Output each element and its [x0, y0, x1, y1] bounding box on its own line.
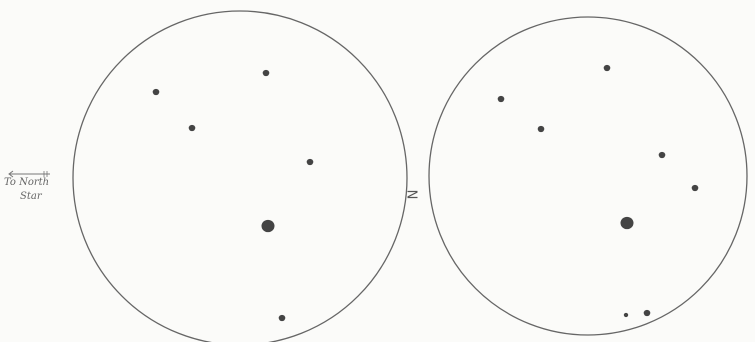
north-marker: N: [404, 188, 419, 202]
right-field-star-2: [498, 96, 505, 102]
left-field-star-3: [189, 125, 196, 131]
left-field-stars: [153, 70, 314, 321]
right-field-star-5: [692, 185, 699, 191]
annotation-line2: Star: [4, 190, 64, 204]
left-field-star-4: [307, 159, 314, 165]
left-field-circle: [73, 11, 407, 342]
right-field-star-1: [604, 65, 611, 71]
left-field-star-2: [263, 70, 270, 76]
right-field-star-6: [621, 217, 634, 229]
right-field-star-7: [624, 313, 628, 317]
right-field-star-4: [659, 152, 666, 158]
arrow-spacer: [4, 162, 64, 176]
right-field-star-8: [644, 310, 651, 316]
annotation-line1: To North: [4, 177, 49, 188]
right-field-star-3: [538, 126, 545, 132]
right-field-stars: [498, 65, 699, 317]
right-field: [429, 17, 747, 335]
left-field: [73, 11, 407, 342]
left-field-star-6: [279, 315, 286, 321]
left-field-star-5: [262, 220, 275, 232]
right-field-circle: [429, 17, 747, 335]
north-star-annotation: To North Star: [4, 162, 64, 204]
left-field-star-1: [153, 89, 160, 95]
